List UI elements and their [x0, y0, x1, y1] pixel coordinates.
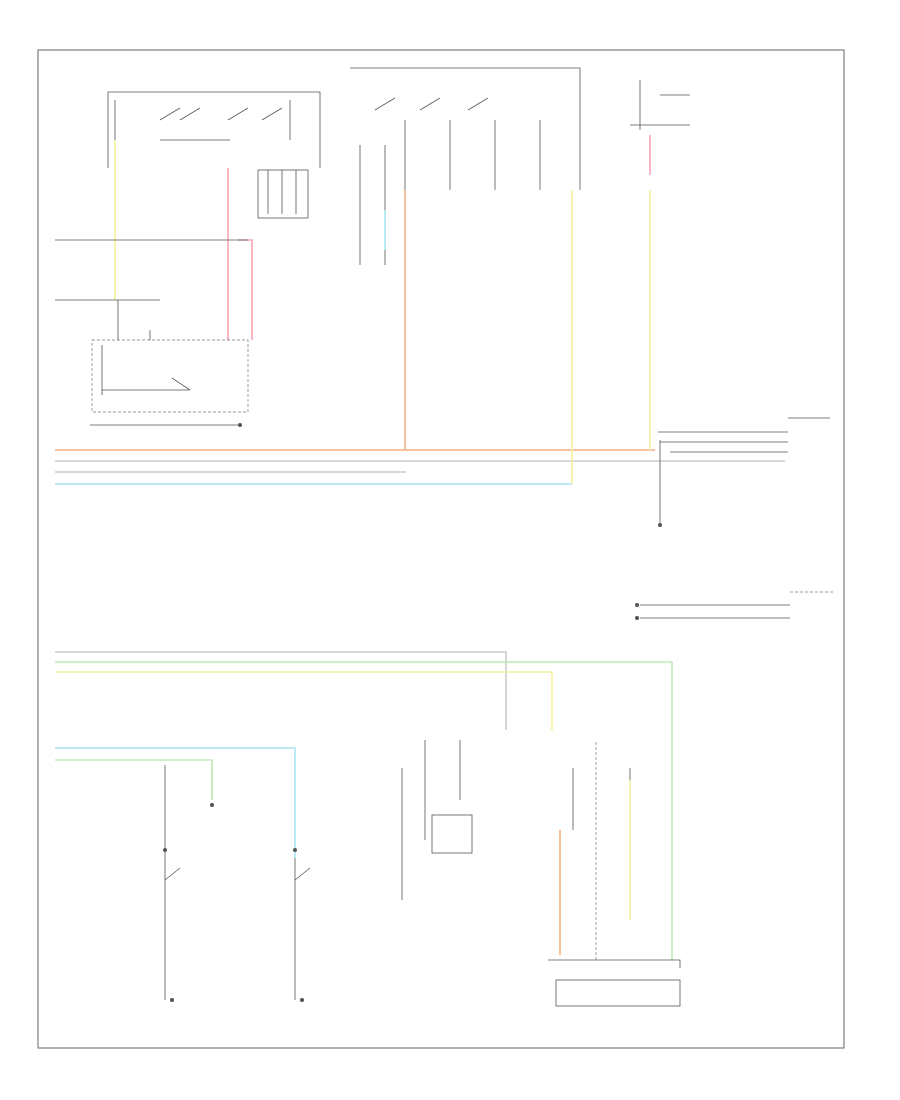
- left-control-module: [55, 239, 249, 427]
- wire-green-lower: [55, 661, 673, 960]
- diagram-frame: [37, 49, 845, 1049]
- lower-right-module: [548, 742, 681, 1007]
- wire-gray-lower-1: [55, 651, 507, 730]
- top-left-switch-assembly: [107, 91, 321, 219]
- right-connector-block: [635, 417, 835, 620]
- top-right-component: [630, 80, 690, 130]
- lower-left-switches: [55, 747, 311, 1002]
- top-center-relay-bank: [350, 67, 581, 265]
- wire-pink-top-left: [227, 168, 253, 340]
- lower-center-relay: [401, 740, 473, 900]
- wire-yellow-lower: [55, 671, 553, 730]
